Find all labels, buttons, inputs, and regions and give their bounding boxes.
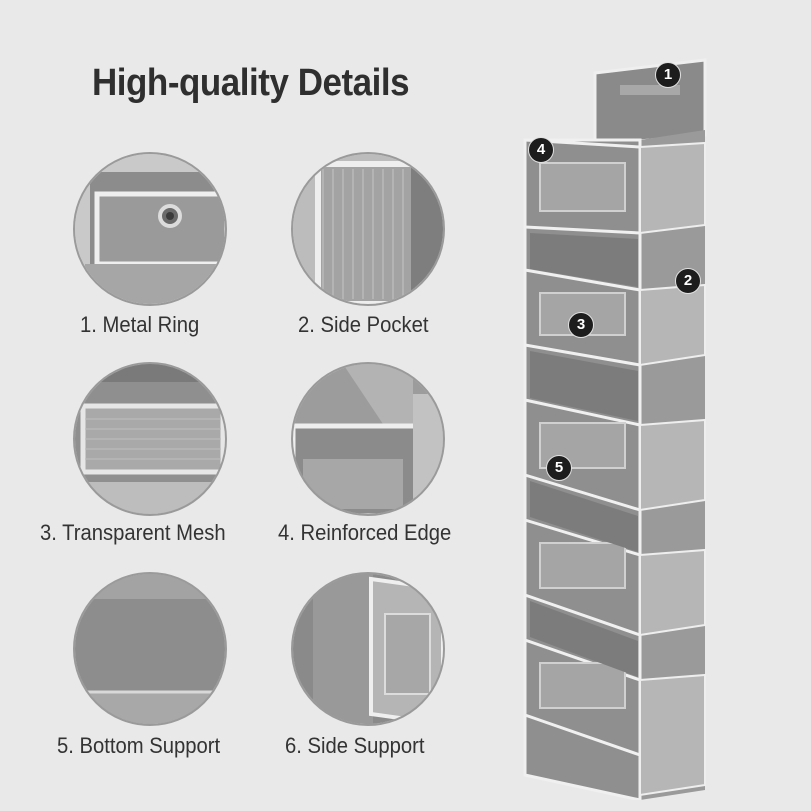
marker-1: 1 bbox=[655, 62, 681, 88]
reinforced-edge-detail-image bbox=[291, 362, 445, 516]
hanging-organizer-image bbox=[500, 55, 730, 800]
side-pocket-detail-image bbox=[291, 152, 445, 306]
caption-metal-ring: 1. Metal Ring bbox=[80, 312, 200, 337]
transparent-mesh-detail-image bbox=[73, 362, 227, 516]
bottom-support-detail-image bbox=[73, 572, 227, 726]
caption-side-pocket: 2. Side Pocket bbox=[298, 312, 429, 337]
caption-side-support: 6. Side Support bbox=[285, 733, 425, 758]
side-support-detail-image bbox=[291, 572, 445, 726]
caption-bottom-support: 5. Bottom Support bbox=[57, 733, 221, 758]
page-title: High-quality Details bbox=[92, 62, 410, 104]
metal-ring-detail-image bbox=[73, 152, 227, 306]
caption-transparent-mesh: 3. Transparent Mesh bbox=[40, 520, 226, 545]
marker-4: 4 bbox=[528, 137, 554, 163]
marker-3: 3 bbox=[568, 312, 594, 338]
marker-5: 5 bbox=[546, 455, 572, 481]
caption-reinforced-edge: 4. Reinforced Edge bbox=[278, 520, 452, 545]
marker-2: 2 bbox=[675, 268, 701, 294]
